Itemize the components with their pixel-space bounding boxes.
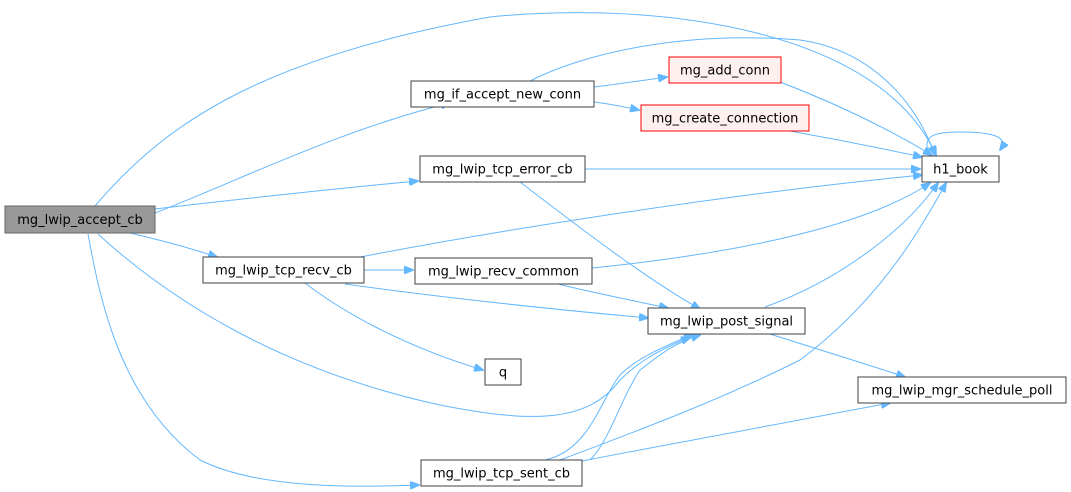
node-label: mg_if_accept_new_conn (424, 88, 581, 103)
node-mg-add-conn[interactable]: mg_add_conn (668, 56, 782, 84)
edge-accept-cb-to-post-signal (97, 233, 690, 417)
node-label: mg_lwip_post_signal (660, 315, 793, 330)
edge-if-accept-new-conn-to-h1-book (529, 37, 935, 155)
edge-tcp-recv-cb-to-q (304, 282, 483, 370)
node-mg-lwip-tcp-sent-cb[interactable]: mg_lwip_tcp_sent_cb (420, 459, 583, 487)
node-label: mg_lwip_tcp_error_cb (432, 163, 572, 178)
edge-if-accept-new-conn-to-create-connection (593, 101, 639, 110)
node-mg-lwip-recv-common[interactable]: mg_lwip_recv_common (414, 257, 593, 285)
node-label: mg_lwip_recv_common (428, 265, 579, 280)
edge-post-signal-to-mgr-schedule-poll (769, 333, 905, 377)
edge-tcp-sent-cb-to-mgr-schedule-poll (581, 403, 890, 462)
edge-recv-common-to-post-signal (557, 283, 668, 308)
edge-tcp-sent-cb-to-post-signal-2 (589, 335, 700, 461)
edge-recv-common-to-h1-book (591, 183, 930, 269)
node-h1-book[interactable]: h1_book (921, 155, 1000, 183)
edge-accept-cb-to-tcp-recv-cb (129, 232, 217, 257)
node-mg-lwip-accept-cb[interactable]: mg_lwip_accept_cb (4, 205, 156, 234)
edge-tcp-sent-cb-to-post-signal (544, 334, 693, 461)
node-mg-if-accept-new-conn[interactable]: mg_if_accept_new_conn (410, 80, 595, 108)
edge-accept-cb-to-h1-book (94, 12, 936, 207)
node-label: q (499, 366, 507, 381)
node-mg-lwip-post-signal[interactable]: mg_lwip_post_signal (647, 307, 806, 335)
edge-post-signal-to-h1-book (764, 183, 938, 308)
edge-accept-cb-to-tcp-sent-cb (87, 233, 419, 486)
node-label: mg_create_connection (652, 112, 799, 127)
node-mg-lwip-mgr-schedule-poll[interactable]: mg_lwip_mgr_schedule_poll (857, 376, 1067, 404)
edge-tcp-sent-cb-to-h1-book (559, 183, 946, 461)
edge-tcp-error-cb-to-post-signal (519, 181, 700, 309)
edge-accept-cb-to-if-accept-new-conn (154, 103, 450, 214)
node-q[interactable]: q (484, 358, 522, 386)
node-label: mg_add_conn (680, 64, 770, 79)
edge-create-connection-to-h1-book (789, 130, 922, 157)
node-label: mg_lwip_mgr_schedule_poll (872, 384, 1053, 399)
node-mg-lwip-tcp-error-cb[interactable]: mg_lwip_tcp_error_cb (419, 155, 586, 183)
node-label: mg_lwip_tcp_recv_cb (215, 264, 352, 279)
edge-tcp-recv-cb-to-post-signal (344, 283, 648, 318)
node-mg-lwip-tcp-recv-cb[interactable]: mg_lwip_tcp_recv_cb (202, 256, 365, 284)
edge-tcp-recv-cb-to-h1-book (354, 175, 922, 259)
node-label: h1_book (933, 163, 988, 178)
edge-h1-book-self-loop (926, 131, 1003, 157)
edge-if-accept-new-conn-to-add-conn (593, 77, 667, 88)
node-label: mg_lwip_accept_cb (17, 213, 143, 228)
node-mg-create-connection[interactable]: mg_create_connection (640, 104, 810, 132)
edge-add-conn-to-h1-book (779, 81, 932, 155)
node-label: mg_lwip_tcp_sent_cb (433, 467, 570, 482)
edge-accept-cb-to-tcp-error-cb (154, 181, 418, 210)
